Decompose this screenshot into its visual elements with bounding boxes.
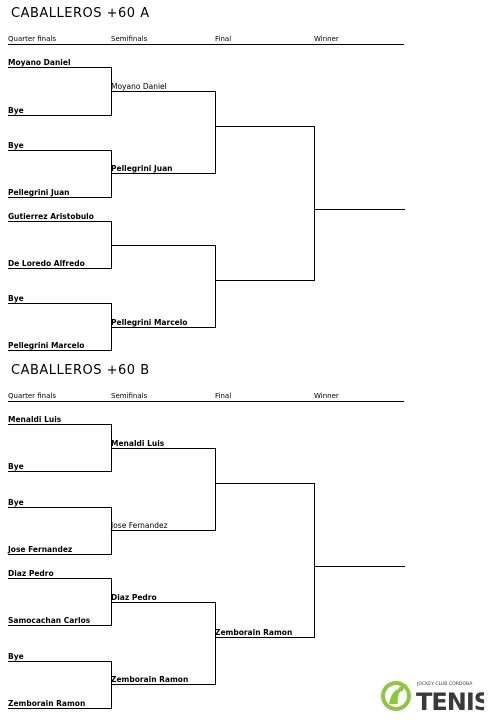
- quarter-line: [8, 221, 112, 222]
- quarter-line: [8, 507, 112, 508]
- quarter-player-1: Moyano Daniel: [8, 58, 71, 67]
- header-divider: [8, 44, 404, 45]
- quarter-line: [8, 115, 112, 116]
- header-quarter-finals: Quarter finals: [8, 35, 56, 43]
- semi-player-1: Menaldi Luis: [111, 439, 165, 448]
- final-connector: [314, 126, 315, 281]
- semi-player-4: Zemborain Ramon: [111, 675, 189, 684]
- semi-line: [111, 684, 215, 685]
- quarter-line: [8, 424, 112, 425]
- header-quarter-finals: Quarter finals: [8, 392, 56, 400]
- semi-connector: [215, 91, 216, 174]
- quarter-player-2: Bye: [8, 106, 24, 115]
- semi-player-4: Pellegrini Marcelo: [111, 318, 188, 327]
- bracket-title: CABALLEROS +60 A: [11, 6, 150, 21]
- quarter-player-4: Pellegrini Juan: [8, 188, 70, 197]
- quarter-line: [8, 625, 112, 626]
- quarter-connector: [111, 661, 112, 709]
- header-final: Final: [215, 392, 232, 400]
- quarter-line: [8, 708, 112, 709]
- semi-player-3: Diaz Pedro: [111, 593, 157, 602]
- final-line: [215, 126, 315, 127]
- quarter-player-7: Bye: [8, 652, 24, 661]
- club-logo: JOCKEY CLUB CÓRDOBA TENIS: [379, 678, 489, 716]
- quarter-player-8: Zemborain Ramon: [8, 699, 86, 708]
- semi-line: [111, 91, 215, 92]
- header-semifinals: Semifinals: [111, 35, 148, 43]
- quarter-player-3: Bye: [8, 141, 24, 150]
- header-semifinals: Semifinals: [111, 392, 148, 400]
- quarter-player-2: Bye: [8, 462, 24, 471]
- quarter-line: [8, 661, 112, 662]
- quarter-line: [8, 303, 112, 304]
- quarter-player-7: Bye: [8, 294, 24, 303]
- quarter-line: [8, 150, 112, 151]
- bracket-title: CABALLEROS +60 B: [11, 363, 150, 378]
- quarter-player-5: Diaz Pedro: [8, 569, 54, 578]
- quarter-line: [8, 350, 112, 351]
- semi-connector: [215, 448, 216, 531]
- final-connector: [314, 483, 315, 638]
- quarter-player-5: Gutierrez Aristobulo: [8, 212, 94, 221]
- final-line: [215, 483, 315, 484]
- quarter-line: [8, 554, 112, 555]
- logo-club-text: JOCKEY CLUB CÓRDOBA: [416, 680, 473, 687]
- semi-line: [111, 448, 215, 449]
- logo-word-text: TENIS: [416, 688, 484, 714]
- header-winner: Winner: [314, 392, 339, 400]
- quarter-line: [8, 471, 112, 472]
- quarter-line: [8, 67, 112, 68]
- quarter-player-1: Menaldi Luis: [8, 415, 62, 424]
- semi-connector: [215, 602, 216, 685]
- quarter-line: [8, 578, 112, 579]
- final-player-2: Zemborain Ramon: [215, 628, 293, 637]
- semi-player-1: Moyano Daniel: [111, 82, 167, 91]
- tennis-logo-icon: JOCKEY CLUB CÓRDOBA TENIS: [381, 680, 489, 716]
- final-line: [215, 637, 315, 638]
- semi-line: [111, 327, 215, 328]
- semi-line: [111, 530, 215, 531]
- quarter-player-6: De Loredo Alfredo: [8, 259, 85, 268]
- quarter-player-8: Pellegrini Marcelo: [8, 341, 85, 350]
- header-divider: [8, 401, 404, 402]
- header-final: Final: [215, 35, 232, 43]
- semi-connector: [215, 245, 216, 328]
- winner-line: [314, 209, 405, 210]
- quarter-player-3: Bye: [8, 498, 24, 507]
- quarter-connector: [111, 150, 112, 198]
- quarter-line: [8, 197, 112, 198]
- quarter-player-4: Jose Fernandez: [8, 545, 73, 554]
- semi-line: [111, 173, 215, 174]
- winner-line: [314, 566, 405, 567]
- semi-line: [111, 245, 215, 246]
- semi-player-2: Jose Fernandez: [111, 521, 168, 530]
- quarter-connector: [111, 507, 112, 555]
- semi-line: [111, 602, 215, 603]
- final-line: [215, 280, 315, 281]
- quarter-line: [8, 268, 112, 269]
- header-winner: Winner: [314, 35, 339, 43]
- quarter-player-6: Samocachan Carlos: [8, 616, 91, 625]
- semi-player-2: Pellegrini Juan: [111, 164, 173, 173]
